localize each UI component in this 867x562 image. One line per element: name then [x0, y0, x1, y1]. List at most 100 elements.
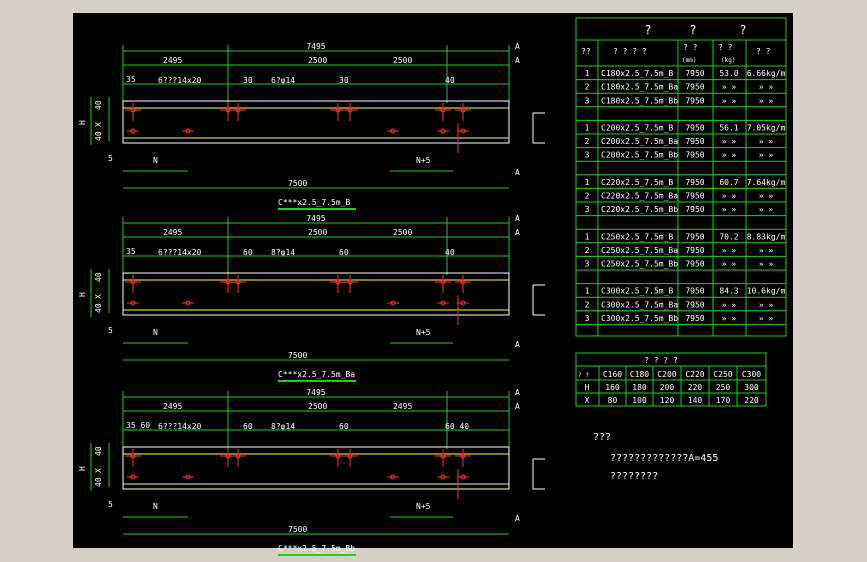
- beam-title: C***x2.5_7.5m_Ba: [278, 370, 355, 379]
- spec-row-unit-weight: » »: [759, 246, 774, 255]
- spec-row-no: 3: [585, 314, 590, 323]
- beam-body: [122, 446, 510, 490]
- spec-row-name: C180x2.5_7.5m_Bb: [601, 96, 678, 105]
- spec-row-name: C180x2.5_7.5m_Ba: [601, 83, 678, 92]
- label-a: A: [515, 214, 520, 223]
- dim-n: N: [153, 328, 158, 337]
- spec-row-no: 2: [585, 137, 590, 146]
- c-section-icon: [532, 112, 545, 144]
- c-section-icon: [532, 458, 545, 490]
- spec-row-name: C200x2.5_7.5m_Bb: [601, 151, 678, 160]
- spec-row-no: 3: [585, 205, 590, 214]
- label-a: A: [515, 228, 520, 237]
- size-col-C160: C160: [603, 370, 622, 379]
- spec-row-no: 2: [585, 300, 590, 309]
- spec-row-weight: » »: [722, 83, 737, 92]
- spec-row-weight: » »: [722, 246, 737, 255]
- seg2-text: 2500: [308, 228, 327, 237]
- spec-row-unit-weight: » »: [759, 137, 774, 146]
- spec-row-unit-weight: 10.6kg/m: [747, 287, 786, 296]
- dim-top-text: 7495: [306, 388, 325, 397]
- spec-row-length: 7950: [685, 83, 704, 92]
- size-value: 100: [632, 396, 647, 405]
- spec-row-length: 7950: [685, 300, 704, 309]
- spec-row-length: 7950: [685, 96, 704, 105]
- spec-row-weight: » »: [722, 137, 737, 146]
- label-a: A: [515, 42, 520, 51]
- spec-row-no: 1: [585, 287, 590, 296]
- spec-row-unit-weight: » »: [759, 192, 774, 201]
- notes-title: ???: [593, 432, 611, 443]
- dim-bottom-text: 7500: [288, 179, 307, 188]
- seg3-text: 2500: [393, 228, 412, 237]
- dim-top-text: 7495: [306, 42, 325, 51]
- spec-row-weight: » »: [722, 192, 737, 201]
- spec-row-name: C220x2.5_7.5m_Bb: [601, 205, 678, 214]
- spec-subheader-len: ? ?: [683, 43, 698, 52]
- dim-h-left: H: [78, 120, 87, 125]
- spec-header-2: ?: [739, 23, 746, 37]
- dim-bottom-text: 7500: [288, 525, 307, 534]
- spec-row-length: 7950: [685, 287, 704, 296]
- label-a: A: [515, 402, 520, 411]
- spec-row-name: C200x2.5_7.5m_B: [601, 124, 673, 133]
- spec-row-length: 7950: [685, 205, 704, 214]
- dim-30: 60: [339, 248, 349, 257]
- spec-row-weight: » »: [722, 260, 737, 269]
- spec-row-weight: 60.7: [719, 178, 738, 187]
- spec-row-no: 3: [585, 96, 590, 105]
- spec-header-0: ?: [644, 23, 651, 37]
- size-col-C200: C200: [657, 370, 676, 379]
- spec-row-unit-weight: 7.64kg/m: [747, 178, 786, 187]
- spec-row-name: C300x2.5_7.5m_Ba: [601, 300, 678, 309]
- seg1-text: 2495: [163, 402, 182, 411]
- spec-row-no: 1: [585, 178, 590, 187]
- spec-row-unit-weight: 6.66kg/m: [747, 69, 786, 78]
- dim-bottom-text: 7500: [288, 351, 307, 360]
- size-title: ? ? ? ?: [644, 356, 678, 365]
- dim-x-left: X: [94, 294, 103, 299]
- notes-line1: ?????????????A=455: [610, 453, 718, 464]
- spec-row-weight: 70.2: [719, 232, 738, 241]
- spec-row-length: 7950: [685, 314, 704, 323]
- holes-label: 6???14x20: [158, 76, 202, 85]
- spec-row-no: 2: [585, 83, 590, 92]
- spec-row-weight: » »: [722, 300, 737, 309]
- bolt-label: 8?φ14: [271, 248, 295, 257]
- beam-body: [122, 100, 510, 144]
- spec-row-unit-weight: » »: [759, 96, 774, 105]
- size-row-label: H: [585, 383, 590, 392]
- dim-40-left: 40: [94, 131, 103, 141]
- dim-35: 35: [126, 247, 136, 256]
- size-value: 300: [744, 383, 759, 392]
- spec-row-weight: » »: [722, 151, 737, 160]
- spec-row-no: 2: [585, 192, 590, 201]
- notes: ????????????????A=455????????: [593, 432, 718, 482]
- dim-30: 30: [339, 76, 349, 85]
- spec-row-length: 7950: [685, 124, 704, 133]
- dim-h-left: H: [78, 466, 87, 471]
- size-corner: ? ?: [578, 372, 589, 379]
- spec-subheader-name: ? ? ? ?: [613, 47, 647, 56]
- c-section-icon: [532, 284, 545, 316]
- spec-row-unit-weight: » »: [759, 314, 774, 323]
- dim-n: N: [153, 502, 158, 511]
- spec-row-weight: » »: [722, 96, 737, 105]
- size-value: 220: [688, 383, 703, 392]
- dim-h-left: H: [78, 292, 87, 297]
- spec-row-no: 1: [585, 124, 590, 133]
- spec-row-unit-weight: » »: [759, 260, 774, 269]
- beam-title: C***x2.5_7.5m_Bb: [278, 544, 355, 553]
- dim-40-left: 40: [94, 477, 103, 487]
- spec-row-name: C250x2.5_7.5m_B: [601, 232, 673, 241]
- label-a: A: [515, 388, 520, 397]
- spec-subheader-weight: ? ?: [718, 43, 733, 52]
- spec-row-weight: 84.3: [719, 287, 738, 296]
